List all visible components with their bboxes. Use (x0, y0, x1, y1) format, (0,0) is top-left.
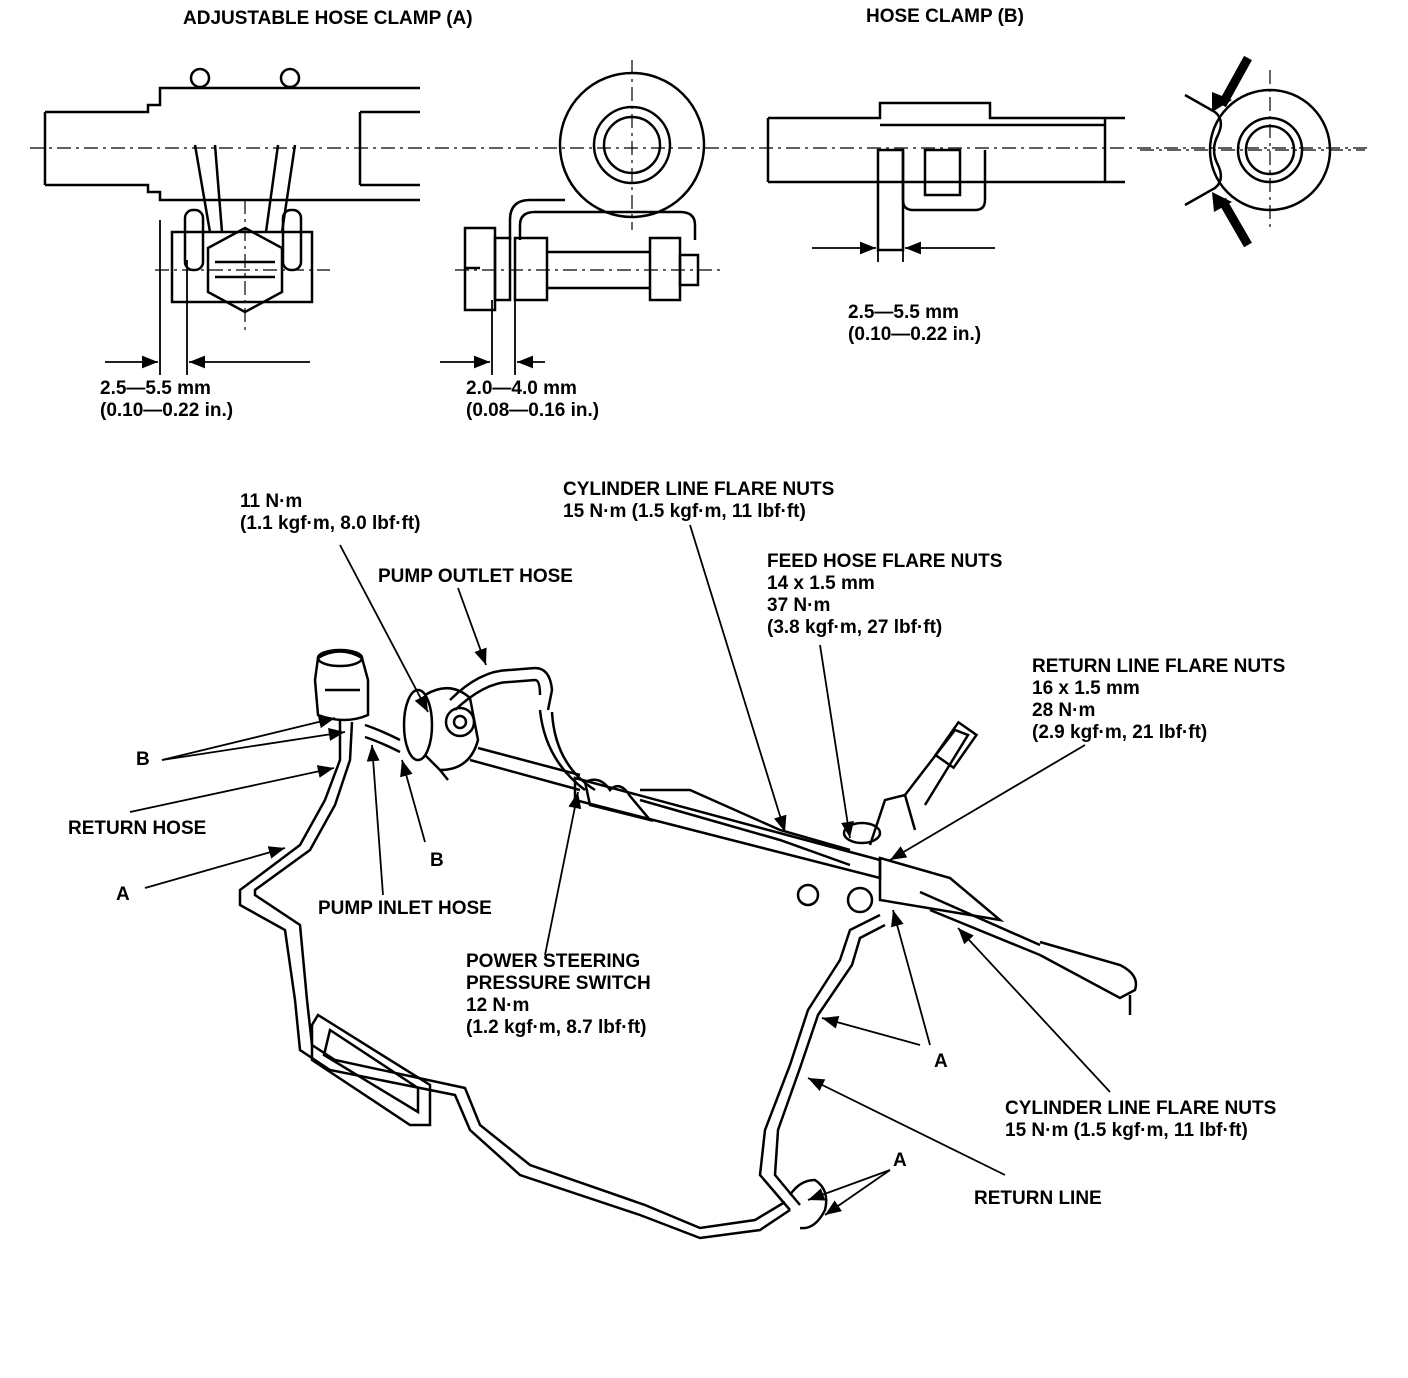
clamp-b-heading: HOSE CLAMP (B) (866, 6, 1024, 27)
clamp-b-gap-metric: 2.5—5.5 mm (848, 302, 959, 323)
return-line-flare-label: RETURN LINE FLARE NUTS 16 x 1.5 mm 28 N·… (1032, 656, 1285, 744)
pressure-switch-torque: 12 N·m (466, 995, 530, 1016)
clamp-a-front-centerlines (30, 147, 1370, 330)
clamp-b-front-view (766, 101, 1125, 252)
clamp-a-gap-dimension: 2.5—5.5 mm (0.10—0.22 in.) (100, 378, 233, 422)
pressure-switch-label: POWER STEERING PRESSURE SWITCH 12 N·m (1… (466, 951, 651, 1039)
cylinder-flare-bottom-label: CYLINDER LINE FLARE NUTS 15 N·m (1.5 kgf… (1005, 1098, 1276, 1142)
clamp-a-side-gap-metric: 2.0—4.0 mm (466, 378, 577, 399)
return-line-flare-imperial: (2.9 kgf·m, 21 lbf·ft) (1032, 722, 1208, 743)
pressure-switch-title-2: PRESSURE SWITCH (466, 973, 651, 994)
return-hose-label: RETURN HOSE (68, 818, 207, 839)
return-line-label: RETURN LINE (974, 1188, 1102, 1209)
pump-outlet-hose-label: PUMP OUTLET HOSE (378, 566, 573, 587)
clamp-b-pinch-arrows (1212, 55, 1252, 248)
return-line-flare-torque: 28 N·m (1032, 700, 1096, 721)
clamp-a-heading: ADJUSTABLE HOSE CLAMP (A) (183, 8, 473, 29)
pump-bolt-torque-imperial: (1.1 kgf·m, 8.0 lbf·ft) (240, 513, 421, 534)
pump-inlet-hose-label: PUMP INLET HOSE (318, 898, 492, 919)
clamp-a-side-gap-dimension: 2.0—4.0 mm (0.08—0.16 in.) (466, 378, 599, 422)
clamp-b-side-centerlines (1140, 70, 1365, 230)
reservoir (313, 648, 370, 722)
clamp-a-callout-left: A (116, 884, 130, 905)
cylinder-flare-top-torque: 15 N·m (1.5 kgf·m, 11 lbf·ft) (563, 501, 806, 522)
clamp-a-callout-right: A (934, 1051, 948, 1072)
cylinder-flare-top-title: CYLINDER LINE FLARE NUTS (563, 479, 835, 500)
clamp-b-callout-lower: B (430, 850, 444, 871)
clamp-a-side-gap-imperial: (0.08—0.16 in.) (466, 400, 600, 421)
feed-hose-flare-title: FEED HOSE FLARE NUTS (767, 551, 1003, 572)
clamp-a-callout-bottom: A (893, 1150, 907, 1171)
clamp-b-gap-dimension: 2.5—5.5 mm (0.10—0.22 in.) (848, 302, 981, 346)
clamp-b-dimension (812, 241, 995, 262)
pressure-switch-title-1: POWER STEERING (466, 951, 641, 972)
clamp-a-gap-metric: 2.5—5.5 mm (100, 378, 211, 399)
return-line (238, 720, 886, 1240)
clamp-b-gap-imperial: (0.10—0.22 in.) (848, 324, 982, 345)
feed-hose-flare-torque: 37 N·m (767, 595, 831, 616)
cylinder-flare-bottom-torque: 15 N·m (1.5 kgf·m, 11 lbf·ft) (1005, 1120, 1248, 1141)
clamp-a-gap-imperial: (0.10—0.22 in.) (100, 400, 234, 421)
pump-hoses (364, 666, 596, 792)
clamp-a-side-centerlines (455, 60, 720, 271)
return-line-flare-title: RETURN LINE FLARE NUTS (1032, 656, 1286, 677)
leader-lines (129, 524, 1111, 1216)
clamp-a-side-view (463, 71, 706, 312)
clamp-a-dimension (105, 220, 310, 375)
cylinder-flare-bottom-title: CYLINDER LINE FLARE NUTS (1005, 1098, 1277, 1119)
pump-bolt-torque-label: 11 N·m (1.1 kgf·m, 8.0 lbf·ft) (240, 491, 421, 535)
feed-hose-flare-label: FEED HOSE FLARE NUTS 14 x 1.5 mm 37 N·m … (767, 551, 1002, 639)
feed-hose-flare-size: 14 x 1.5 mm (767, 573, 875, 594)
clamp-b-callout-left: B (136, 749, 150, 770)
pump (402, 687, 480, 781)
pressure-switch-imperial: (1.2 kgf·m, 8.7 lbf·ft) (466, 1017, 647, 1038)
return-line-flare-size: 16 x 1.5 mm (1032, 678, 1140, 699)
feed-hose-flare-imperial: (3.8 kgf·m, 27 lbf·ft) (767, 617, 943, 638)
clamp-a-side-dimension (440, 300, 545, 375)
cylinder-flare-top-label: CYLINDER LINE FLARE NUTS 15 N·m (1.5 kgf… (563, 479, 834, 523)
pump-bolt-torque-value: 11 N·m (240, 491, 303, 512)
clamp-a-front-view (43, 67, 420, 314)
